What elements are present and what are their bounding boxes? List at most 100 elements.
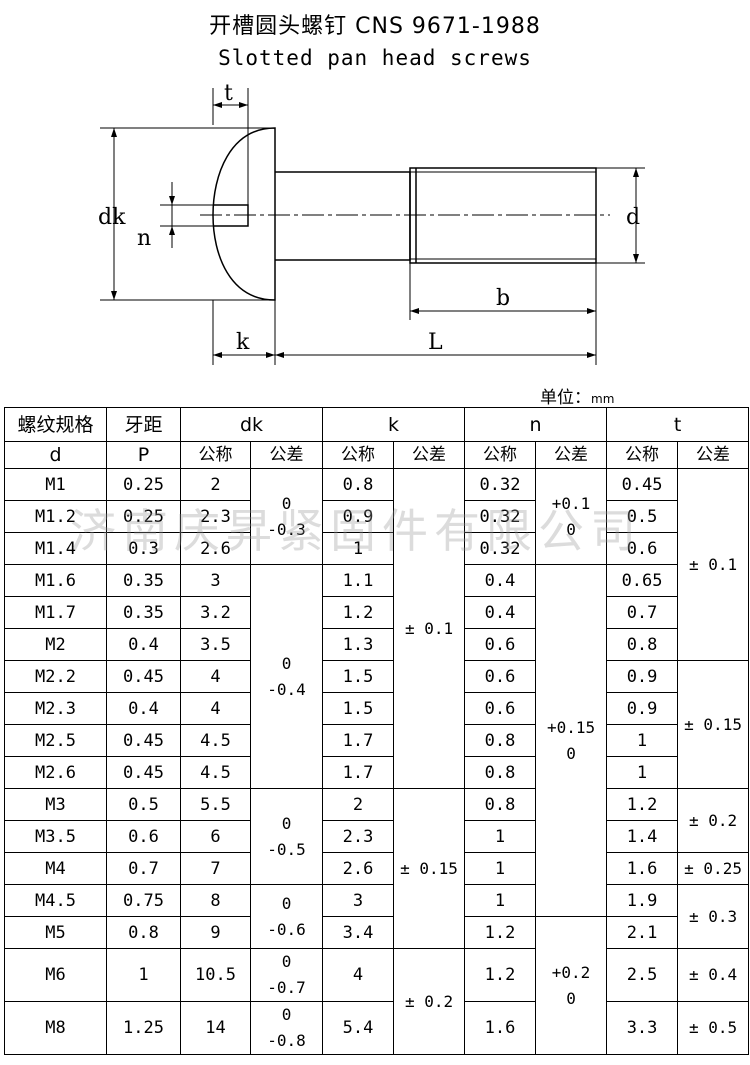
cell-k-tolerance: ± 0.2	[393, 948, 466, 1055]
cell-dk-tolerance-line-2: -0.4	[267, 679, 306, 699]
cell-t-nominal: 0.65	[606, 564, 679, 597]
cell-dk-nominal: 3	[180, 564, 251, 597]
cell-n-nominal: 1	[464, 884, 537, 917]
cell-dk-nominal: 8	[180, 884, 251, 917]
t-nominal-header: 公称	[606, 441, 679, 469]
cell-pitch: 0.6	[106, 820, 181, 853]
cell-pitch: 0.25	[106, 500, 181, 533]
cell-pitch: 1	[106, 948, 181, 1002]
cell-thread-spec: M2.6	[4, 756, 107, 789]
cell-t-nominal: 0.45	[606, 468, 679, 501]
unit-note: 单位：mm	[540, 383, 614, 408]
cell-t-nominal: 1	[606, 756, 679, 789]
cell-dk-tolerance-line-2: -0.7	[267, 978, 306, 997]
t-tolerance-header: 公差	[677, 441, 750, 469]
cell-t-nominal: 0.6	[606, 532, 679, 565]
cell-n-nominal: 0.8	[464, 788, 537, 821]
cell-n-tolerance-line-2: 0	[566, 519, 576, 539]
label-b: b	[496, 286, 510, 311]
shank-outline	[275, 171, 411, 261]
cell-n-nominal: 0.32	[464, 500, 537, 533]
label-d: d	[626, 205, 640, 230]
cell-dk-tolerance: 0-0.4	[249, 564, 324, 789]
cell-n-tolerance-line-1: +0.15	[546, 717, 596, 737]
cell-dk-tolerance-line-1: 0	[281, 952, 292, 971]
cell-t-tolerance: ± 0.1	[677, 468, 750, 661]
cell-k-tolerance: ± 0.15	[393, 788, 466, 949]
spec-table: 螺纹规格 牙距 dk k n t d P 公称 公差 公称 公差 公称 公差 公…	[4, 407, 750, 1055]
cell-k-nominal: 1.7	[322, 756, 395, 789]
cell-thread-spec: M3.5	[4, 820, 107, 853]
cell-k-nominal: 1.5	[322, 692, 395, 725]
cell-dk-tolerance-line-2: -0.3	[267, 519, 306, 539]
cell-n-nominal: 0.8	[464, 724, 537, 757]
cell-thread-spec: M8	[4, 1001, 107, 1055]
cell-k-nominal: 2	[322, 788, 395, 821]
cell-k-nominal: 3.4	[322, 916, 395, 949]
dk-tolerance-header: 公差	[249, 441, 324, 469]
cell-t-tolerance-line-1: ± 0.2	[688, 810, 738, 830]
cell-dk-nominal: 7	[180, 852, 251, 885]
cell-k-nominal: 5.4	[322, 1001, 395, 1055]
k-tolerance-header: 公差	[393, 441, 466, 469]
cell-thread-spec: M3	[4, 788, 107, 821]
cell-k-nominal: 1.7	[322, 724, 395, 757]
cell-k-tolerance-line-1: ± 0.2	[404, 991, 454, 1011]
cell-dk-nominal: 3.5	[180, 628, 251, 661]
cell-k-nominal: 3	[322, 884, 395, 917]
cell-k-nominal: 0.9	[322, 500, 395, 533]
cell-thread-spec: M1	[4, 468, 107, 501]
cell-n-tolerance-line-1: +0.1	[551, 493, 591, 513]
screw-drawing: t dk n d b k L	[98, 81, 645, 365]
cell-dk-tolerance-line-1: 0	[281, 493, 292, 513]
cell-t-nominal: 0.5	[606, 500, 679, 533]
cell-t-nominal: 0.7	[606, 596, 679, 629]
cell-t-nominal: 0.8	[606, 628, 679, 661]
cell-n-nominal: 0.8	[464, 756, 537, 789]
cell-t-tolerance-line-1: ± 0.25	[684, 858, 742, 878]
cell-t-tolerance: ± 0.5	[677, 1001, 750, 1055]
cell-dk-tolerance-line-1: 0	[281, 813, 292, 833]
cell-t-tolerance: ± 0.15	[677, 660, 750, 789]
cell-pitch: 0.45	[106, 724, 181, 757]
cell-dk-nominal: 2	[180, 468, 251, 501]
cell-t-nominal: 2.5	[606, 948, 679, 1002]
cell-thread-spec: M4.5	[4, 884, 107, 917]
cell-dk-nominal: 6	[180, 820, 251, 853]
cell-pitch: 0.8	[106, 916, 181, 949]
cell-k-tolerance: ± 0.1	[393, 468, 466, 789]
cell-thread-spec: M5	[4, 916, 107, 949]
cell-n-nominal: 1.2	[464, 948, 537, 1002]
label-L: L	[428, 330, 443, 355]
header-dk: dk	[179, 407, 324, 442]
cell-dk-nominal: 4	[180, 660, 251, 693]
cell-t-nominal: 0.9	[606, 692, 679, 725]
cell-n-tolerance-line-2: 0	[566, 743, 576, 763]
cell-n-tolerance-line-2: 0	[566, 988, 576, 1008]
header-P: P	[106, 441, 181, 469]
cell-k-nominal: 1.3	[322, 628, 395, 661]
cell-k-nominal: 2.6	[322, 852, 395, 885]
cell-dk-nominal: 10.5	[180, 948, 251, 1002]
n-nominal-header: 公称	[464, 441, 537, 469]
cell-n-tolerance: +0.1 0	[535, 468, 608, 565]
cell-t-nominal: 1.9	[606, 884, 679, 917]
cell-pitch: 1.25	[106, 1001, 181, 1055]
cell-dk-tolerance-line-1: 0	[281, 1005, 292, 1024]
cell-t-nominal: 3.3	[606, 1001, 679, 1055]
cell-k-nominal: 1.5	[322, 660, 395, 693]
cell-thread-spec: M1.6	[4, 564, 107, 597]
cell-t-tolerance-line-1: ± 0.5	[688, 1018, 738, 1037]
cell-dk-tolerance-line-2: -0.8	[267, 1031, 306, 1050]
cell-dk-nominal: 5.5	[180, 788, 251, 821]
